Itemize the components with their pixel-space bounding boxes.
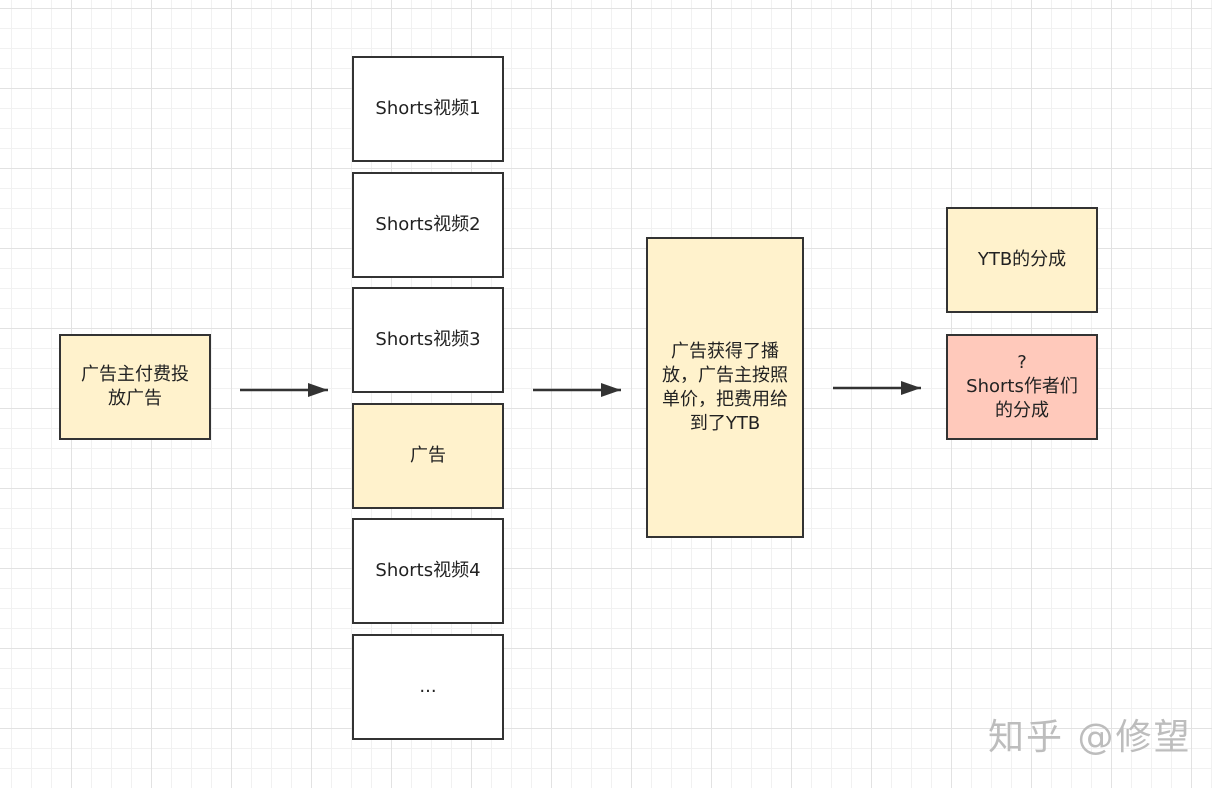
advertiser-box: 广告主付费投放广告 bbox=[59, 334, 211, 440]
more-videos-box: ... bbox=[352, 634, 504, 740]
video1-label: Shorts视频1 bbox=[375, 98, 481, 119]
arrowhead-1 bbox=[308, 383, 328, 397]
video4-label: Shorts视频4 bbox=[375, 560, 481, 581]
video4-box: Shorts视频4 bbox=[352, 518, 504, 624]
advertiser-label: 广告主付费投放广告 bbox=[81, 364, 189, 409]
ad-slot-box: 广告 bbox=[352, 403, 504, 509]
ytb-share-label: YTB的分成 bbox=[977, 249, 1067, 270]
more-videos-label: ... bbox=[419, 676, 437, 697]
ytb-share-box: YTB的分成 bbox=[946, 207, 1098, 313]
video1-box: Shorts视频1 bbox=[352, 56, 504, 162]
watermark: 知乎 @修望 bbox=[988, 717, 1192, 758]
arrowhead-2 bbox=[601, 383, 621, 397]
ad-played-label: 广告获得了播放，广告主按照单价，把费用给到了YTB bbox=[662, 340, 788, 434]
video3-box: Shorts视频3 bbox=[352, 287, 504, 393]
video2-label: Shorts视频2 bbox=[375, 214, 481, 235]
ad-slot-label: 广告 bbox=[410, 445, 446, 466]
ad-played-box: 广告获得了播放，广告主按照单价，把费用给到了YTB bbox=[646, 237, 804, 538]
creator-share-box: ? Shorts作者们 的分成 bbox=[946, 334, 1098, 440]
creator-share-label: ? Shorts作者们 的分成 bbox=[966, 352, 1078, 421]
video3-label: Shorts视频3 bbox=[375, 329, 481, 350]
video2-box: Shorts视频2 bbox=[352, 172, 504, 278]
arrowhead-3 bbox=[901, 381, 921, 395]
